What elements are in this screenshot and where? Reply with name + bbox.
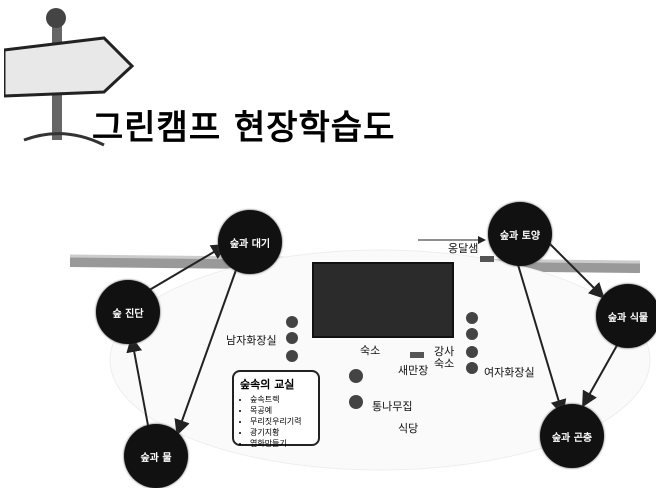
label-tree-house: 통나무집 xyxy=(372,400,413,413)
yongdalsaem-marker xyxy=(480,256,494,262)
forest-classroom-box: 숲속의 교실 숲속트렉 목공예 무리짓우리기력 광기지황 엽화만들기 xyxy=(232,370,320,449)
arrow-s5-s3 xyxy=(515,257,567,416)
saemantang-marker xyxy=(410,352,424,358)
station-s1[interactable]: 숲 진단 xyxy=(96,280,160,344)
label-women-bath: 여자화장실 xyxy=(484,366,535,379)
list-item: 무리짓우리기력 xyxy=(250,416,312,427)
station-label: 숲과 곤충 xyxy=(551,432,593,444)
list-item: 광기지황 xyxy=(250,427,312,438)
arrow-s2-s6 xyxy=(174,269,237,436)
arrow-s4-s5 xyxy=(582,339,621,408)
label-cafeteria: 식당 xyxy=(398,422,419,435)
station-label: 숲 진단 xyxy=(112,308,144,320)
arrow-s6-s1 xyxy=(126,336,151,437)
arrow-s1-s2 xyxy=(145,243,228,293)
label-saemantang: 새만장 xyxy=(398,364,429,377)
arrow-s3-s4 xyxy=(549,243,605,299)
list-item: 엽화만들기 xyxy=(250,438,312,449)
station-s6[interactable]: 숲과 물 xyxy=(124,424,188,488)
station-label: 숲과 식물 xyxy=(607,312,649,324)
central-building xyxy=(312,262,454,338)
station-s2[interactable]: 숲과 대기 xyxy=(218,210,282,274)
landmark-dots xyxy=(286,312,478,409)
station-s5[interactable]: 숲과 곤충 xyxy=(540,404,604,468)
station-s3[interactable]: 숲과 토양 xyxy=(488,202,552,266)
label-instructor-lodging: 강사 숙소 xyxy=(434,345,455,370)
page-title: 그린캠프 현장학습도 xyxy=(92,108,396,148)
station-s4[interactable]: 숲과 식물 xyxy=(596,284,656,348)
box-title: 숲속의 교실 xyxy=(240,378,295,391)
signpost-illustration xyxy=(4,8,134,147)
label-yongdalsaem: 옹달샘 xyxy=(448,242,479,255)
station-label: 숲과 대기 xyxy=(229,238,271,250)
list-item: 숲속트렉 xyxy=(250,394,312,405)
station-label: 숲과 물 xyxy=(140,452,172,464)
box-list: 숲속트렉 목공예 무리짓우리기력 광기지황 엽화만들기 xyxy=(240,394,312,449)
list-item: 목공예 xyxy=(250,405,312,416)
label-men-bath: 남자화장실 xyxy=(226,334,277,347)
station-label: 숲과 토양 xyxy=(499,230,541,242)
label-lodging: 숙소 xyxy=(360,344,381,357)
